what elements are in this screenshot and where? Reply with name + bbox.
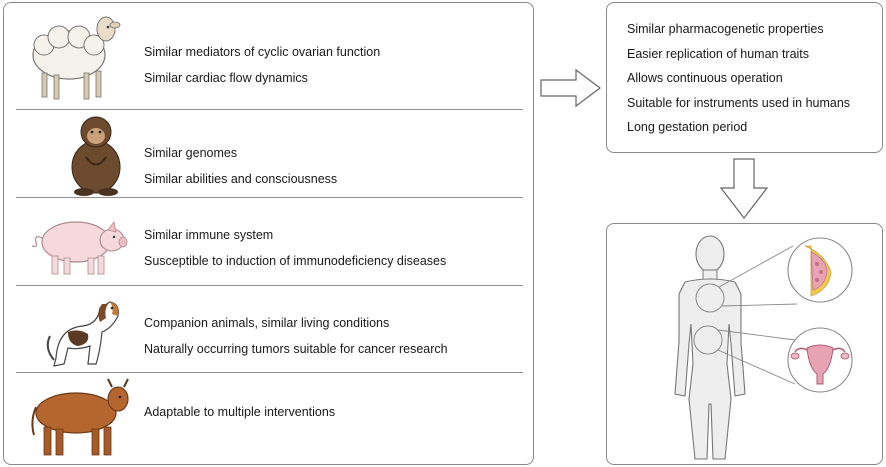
uterus-icon: [787, 327, 853, 393]
pig-icon: [31, 221, 128, 275]
sheep-trait: Similar cardiac flow dynamics: [144, 71, 308, 85]
breast-region-marker: [695, 283, 725, 313]
animal-row-cow: Adaptable to multiple interventions: [16, 373, 523, 464]
pig-trait: Susceptible to induction of immunodefici…: [144, 254, 447, 268]
pig-trait: Similar immune system: [144, 228, 274, 242]
right-arrow-icon: [540, 68, 601, 108]
cow-trait: Adaptable to multiple interventions: [144, 405, 336, 419]
dog-icon: [46, 301, 119, 367]
animal-row-sheep: Similar mediators of cyclic ovarian func…: [16, 3, 523, 110]
property-item: Long gestation period: [627, 120, 748, 134]
property-item: Allows continuous operation: [627, 71, 783, 85]
property-item: Suitable for instruments used in humans: [627, 95, 851, 110]
human-body-illustration: [674, 235, 853, 460]
properties-panel: Similar pharmacogenetic properties Easie…: [606, 2, 883, 153]
human-body-panel: [606, 223, 883, 465]
animal-row-dog: Companion animals, similar living condit…: [16, 286, 523, 373]
sheep-trait: Similar mediators of cyclic ovarian func…: [144, 45, 381, 59]
animal-models-panel: Similar mediators of cyclic ovarian func…: [3, 2, 534, 465]
chimpanzee-trait: Similar genomes: [144, 146, 238, 160]
chimpanzee-icon: [71, 116, 121, 196]
animal-row-chimpanzee: Similar genomes Similar abilities and co…: [16, 110, 523, 198]
human-silhouette-icon: [674, 235, 746, 460]
breast-tissue-icon: [787, 237, 853, 303]
animal-row-pig: Similar immune system Susceptible to ind…: [16, 198, 523, 286]
chimpanzee-trait: Similar abilities and consciousness: [144, 172, 338, 186]
dog-trait: Naturally occurring tumors suitable for …: [144, 342, 448, 356]
sheep-icon: [32, 16, 121, 100]
down-arrow-icon: [719, 158, 769, 219]
property-item: Easier replication of human traits: [627, 46, 810, 61]
property-item: Similar pharmacogenetic properties: [627, 22, 824, 36]
cow-icon: [31, 378, 129, 456]
uterus-region-marker: [693, 325, 723, 355]
dog-trait: Companion animals, similar living condit…: [144, 316, 390, 330]
